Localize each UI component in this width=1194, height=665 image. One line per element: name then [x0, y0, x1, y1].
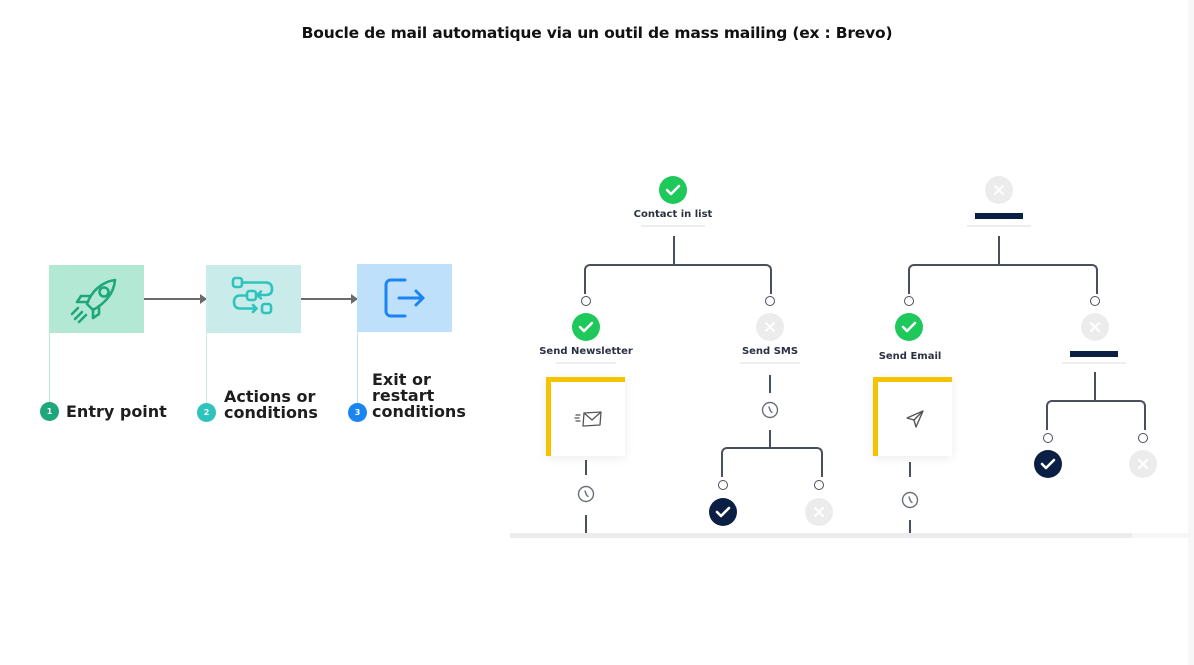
- status-check-icon: [709, 498, 737, 526]
- canvas-bottom-border: [1132, 533, 1190, 538]
- branch-node: [581, 296, 591, 306]
- connector-line: [673, 236, 675, 264]
- actions-connector: [206, 333, 207, 405]
- connector-line: [909, 462, 911, 477]
- exit-connector: [357, 332, 358, 404]
- entry-point-box: [49, 265, 144, 333]
- branch-node: [1090, 296, 1100, 306]
- node-label-send-email: Send Email: [878, 351, 942, 362]
- canvas-bottom-border: [510, 533, 1132, 538]
- page-title: Boucle de mail automatique via un outil …: [301, 24, 893, 42]
- status-check-icon: [1034, 450, 1062, 478]
- connector-line: [998, 236, 1000, 264]
- delay-clock-icon: [901, 491, 919, 509]
- branch-node: [1138, 433, 1148, 443]
- branch-connector: [908, 264, 1098, 294]
- branch-node: [718, 480, 728, 490]
- node-label-send-sms: Send SMS: [741, 346, 799, 357]
- actions-box: [206, 265, 301, 333]
- placeholder-label-bar: [975, 213, 1023, 219]
- exit-icon: [384, 278, 424, 318]
- status-success-icon: [572, 313, 600, 341]
- flow-arrow: [301, 294, 358, 304]
- node-subtitle: [556, 362, 616, 364]
- connector-line: [769, 375, 771, 393]
- node-subtitle: [967, 225, 1031, 227]
- status-inactive-icon: [1081, 313, 1109, 341]
- status-inactive-icon: [1129, 450, 1157, 478]
- step-badge: 2: [197, 403, 216, 422]
- node-subtitle: [740, 362, 800, 364]
- connector-line: [769, 430, 771, 448]
- node-label-contact-in-list: Contact in list: [633, 209, 713, 220]
- workflow-icon: [231, 276, 273, 315]
- status-success-icon: [895, 313, 923, 341]
- step-badge: 3: [348, 403, 367, 422]
- connector-line: [585, 515, 587, 533]
- connector-line: [585, 460, 587, 475]
- placeholder-label-bar: [1070, 351, 1118, 357]
- branch-connector: [721, 447, 823, 477]
- status-inactive-icon: [985, 176, 1013, 204]
- branch-connector: [584, 264, 772, 294]
- page-edge: [1188, 0, 1194, 665]
- send-icon: [906, 410, 924, 428]
- branch-node: [904, 296, 914, 306]
- flow-arrow: [144, 294, 207, 304]
- branch-node: [765, 296, 775, 306]
- connector-line: [909, 520, 911, 533]
- step-badge: 1: [40, 402, 59, 421]
- action-card-newsletter[interactable]: [546, 377, 625, 456]
- rocket-icon: [70, 278, 116, 324]
- mail-icon: [574, 411, 602, 427]
- step-label: Exit or restart conditions: [372, 370, 466, 421]
- branch-connector: [1046, 400, 1146, 430]
- status-success-icon: [659, 176, 687, 204]
- status-inactive-icon: [805, 498, 833, 526]
- step-label: Actions or conditions: [224, 387, 318, 422]
- node-label-send-newsletter: Send Newsletter: [539, 346, 633, 357]
- node-subtitle: [641, 225, 705, 227]
- connector-line: [1094, 372, 1096, 400]
- action-card-email[interactable]: [873, 377, 952, 456]
- entry-point-connector: [49, 333, 50, 403]
- branch-node: [814, 480, 824, 490]
- branch-node: [1043, 433, 1053, 443]
- status-inactive-icon: [756, 313, 784, 341]
- delay-clock-icon: [761, 401, 779, 419]
- exit-box: [357, 264, 452, 332]
- node-subtitle: [1062, 362, 1126, 364]
- step-label: Entry point: [66, 402, 167, 421]
- delay-clock-icon: [577, 485, 595, 503]
